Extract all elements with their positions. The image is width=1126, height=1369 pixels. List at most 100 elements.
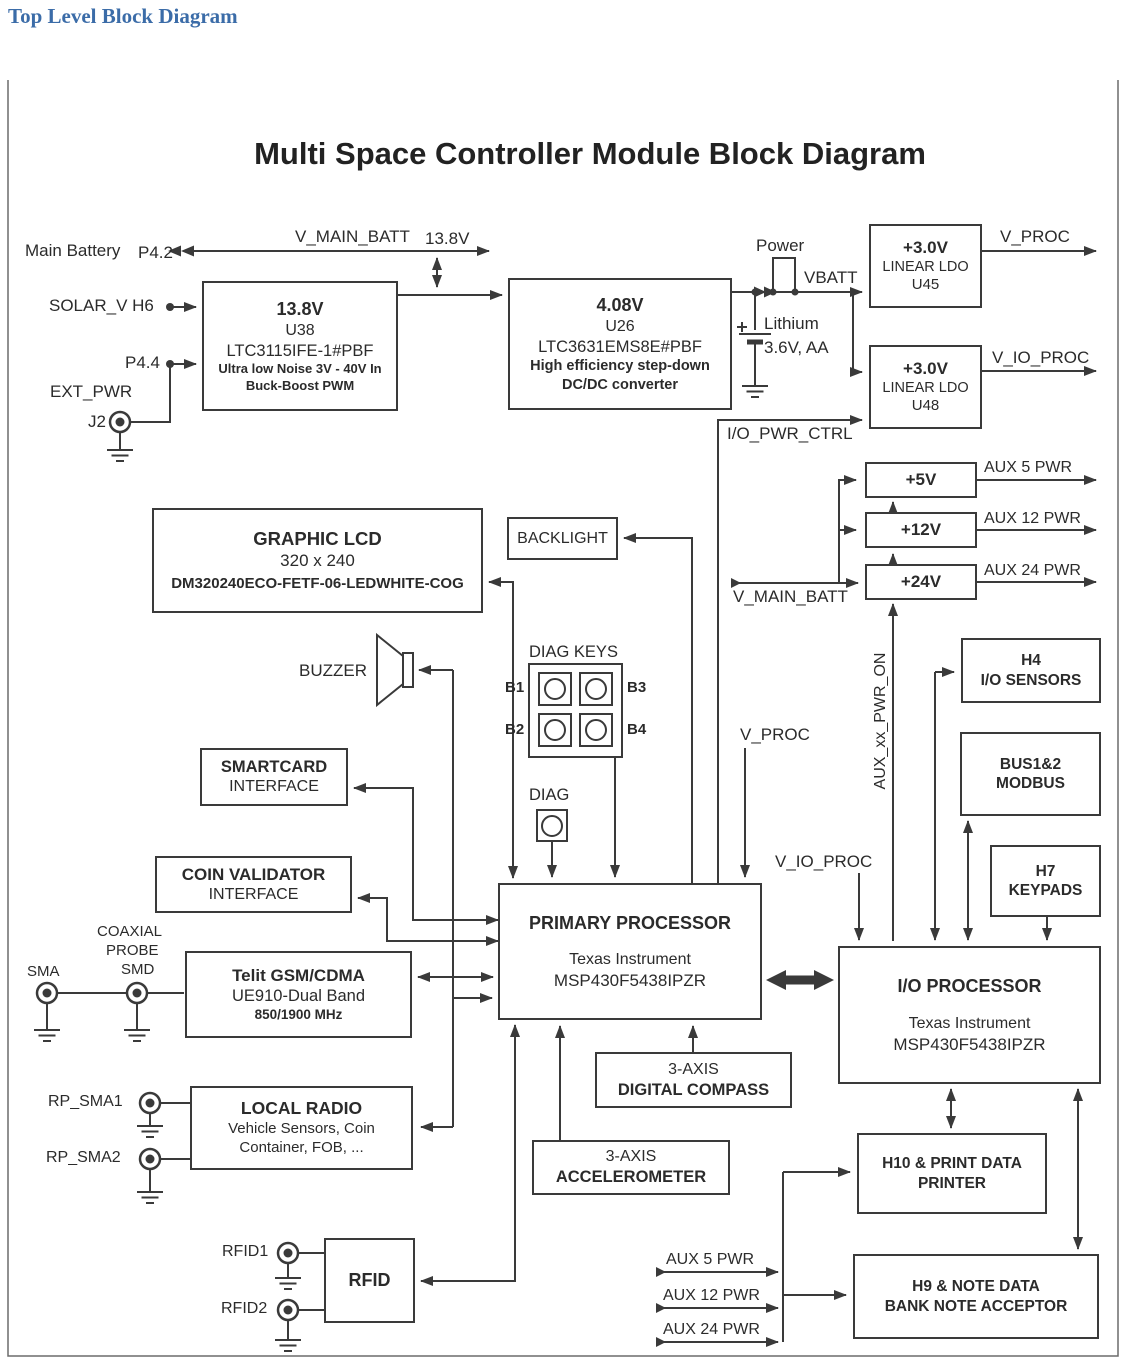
b4-label: B4 [627,721,647,738]
v-io-proc-mid-label: V_IO_PROC [775,852,873,871]
diagram-title: Multi Space Controller Module Block Diag… [254,136,926,171]
block-backlight: BACKLIGHT [507,517,618,560]
block-coin-validator: COIN VALIDATOR INTERFACE [155,856,352,913]
rfid2-label: RFID2 [221,1300,268,1317]
sma-label: SMA [27,963,60,980]
coaxial-label: COAXIAL [97,923,163,940]
block-u26: 4.08V U26 LTC3631EMS8E#PBF High efficien… [508,278,732,410]
probe-label: PROBE [106,942,159,959]
block-h7-keypads: H7 KEYPADS [990,845,1101,917]
h7-line2: KEYPADS [1008,882,1083,899]
ground-icon [275,1277,301,1290]
block-accelerometer: 3-AXIS ACCELEROMETER [532,1140,730,1195]
lithium-type-label: 3.6V, AA [764,338,829,357]
ground-icon [742,385,768,398]
page-header: Top Level Block Diagram [8,4,238,28]
p44-label: P4.4 [125,353,160,372]
block-graphic-lcd: GRAPHIC LCD 320 x 240 DM320240ECO-FETF-0… [152,508,483,613]
ground-icon [34,1029,60,1042]
b1-label: B1 [505,679,525,696]
junction-dots [166,288,799,368]
solar-v-label: SOLAR_V H6 [49,296,154,315]
u48-voltage: +3.0V [903,358,948,378]
ground-icon [137,1125,163,1138]
gsm-line1: Telit GSM/CDMA [232,966,365,986]
accel-line2: ACCELEROMETER [555,1168,707,1187]
io-part: MSP430F5438IPZR [893,1034,1046,1054]
u26-ref: U26 [605,317,635,335]
primary-title: PRIMARY PROCESSOR [528,912,732,933]
coin-line2: INTERFACE [208,886,299,904]
lcd-part: DM320240ECO-FETF-06-LEDWHITE-COG [171,575,464,593]
coin-line1: COIN VALIDATOR [181,864,326,884]
aux5-top-label: AUX 5 PWR [984,459,1073,476]
aux12-top-label: AUX 12 PWR [984,510,1081,527]
key-circle-icon [544,678,566,700]
rail-24v-label: +24V [900,572,942,592]
v-io-proc-out-label: V_IO_PROC [992,348,1090,367]
diag-key-b4 [579,713,613,747]
block-u45-ldo: +3.0V LINEAR LDO U45 [869,224,982,308]
h10-line1: H10 & PRINT DATA [882,1155,1022,1173]
u45-voltage: +3.0V [903,237,948,257]
primary-part: MSP430F5438IPZR [553,971,707,991]
modbus-line1: BUS1&2 [999,755,1062,773]
block-gsm-modem: Telit GSM/CDMA UE910-Dual Band 850/1900 … [185,951,412,1038]
key-circle-icon [541,814,563,837]
b3-label: B3 [627,679,647,696]
u38-ref: U38 [285,321,315,339]
key-circle-icon [544,719,566,741]
smartcard-line2: INTERFACE [229,778,319,796]
aux12-bottom-label: AUX 12 PWR [663,1287,760,1304]
aux-pwr-on-label: AUX_xx_PWR_ON [872,652,889,790]
p42-label: P4.2 [138,243,173,262]
diag-keys-title: DIAG KEYS [529,643,618,661]
primary-vendor: Texas Instrument [569,951,691,969]
compass-line1: 3-AXIS [668,1060,719,1078]
diag-key-b1 [538,672,572,706]
power-switch-label: Power [756,236,805,255]
block-rail-24v: +24V [865,564,977,600]
io-pwr-ctrl-label: I/O_PWR_CTRL [727,424,853,443]
rail-12v-label: +12V [900,520,942,540]
radio-line3: Container, FOB, ... [239,1138,364,1156]
block-digital-compass: 3-AXIS DIGITAL COMPASS [595,1052,792,1108]
aux24-top-label: AUX 24 PWR [984,562,1081,579]
gsm-line3: 850/1900 MHz [254,1007,343,1022]
lcd-resolution: 320 x 240 [280,551,355,571]
power-switch-icon [772,257,796,289]
aux24-bottom-label: AUX 24 PWR [663,1321,760,1338]
u26-desc1: High efficiency step-down [530,358,710,375]
rail-5v-label: +5V [905,470,937,490]
vbatt-label: VBATT [804,268,858,287]
block-h4-sensors: H4 I/O SENSORS [961,638,1101,703]
block-rfid: RFID [324,1238,415,1323]
block-primary-processor: PRIMARY PROCESSOR Texas Instrument MSP43… [498,883,762,1020]
h7-line1: H7 [1035,862,1056,880]
rp-sma1-label: RP_SMA1 [48,1093,123,1110]
key-circle-icon [585,678,607,700]
frame-border [7,80,1119,1357]
ground-icon [107,449,133,462]
bidirectional-arrow-icon [766,970,834,990]
smartcard-line1: SMARTCARD [220,757,328,776]
u26-part: LTC3631EMS8E#PBF [538,337,702,356]
plus-icon [737,322,747,332]
v-proc-mid-label: V_PROC [740,725,810,744]
backlight-label: BACKLIGHT [517,529,608,547]
v138-label: 13.8V [425,229,470,248]
connector-icons [35,410,300,1322]
block-smartcard: SMARTCARD INTERFACE [200,748,348,806]
u38-desc1: Ultra low Noise 3V - 40V In [218,361,382,377]
h9-line1: H9 & NOTE DATA [912,1278,1040,1296]
block-diag-keys [528,663,623,758]
h9-line2: BANK NOTE ACCEPTOR [884,1297,1068,1315]
block-io-processor: I/O PROCESSOR Texas Instrument MSP430F54… [838,946,1101,1084]
u48-type: LINEAR LDO [882,380,969,397]
smd-label: SMD [121,961,155,978]
ground-icon [137,1191,163,1204]
gsm-line2: UE910-Dual Band [232,987,365,1006]
diag-key-b3 [579,672,613,706]
